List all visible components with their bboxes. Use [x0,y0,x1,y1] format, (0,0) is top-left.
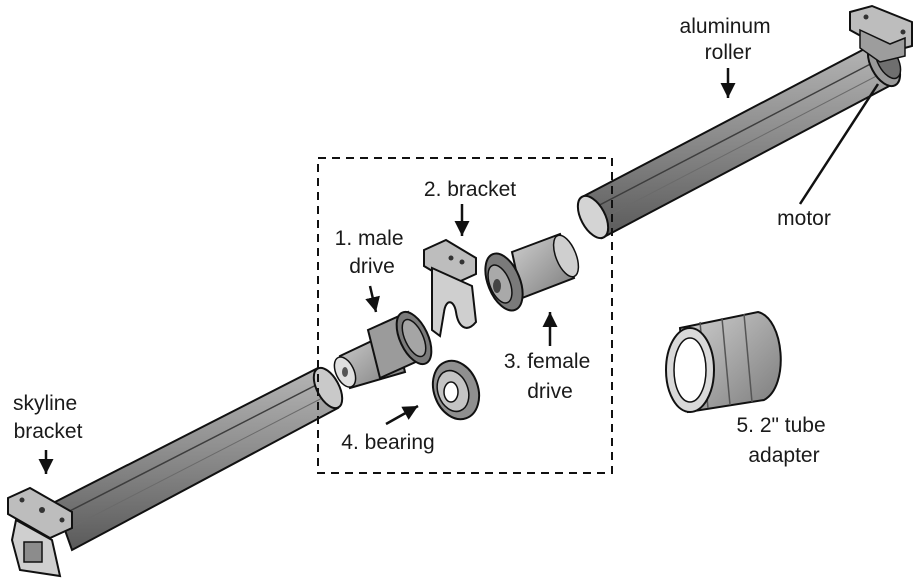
arrow-bearing [385,404,419,426]
lower-roller-tube [53,366,344,552]
male-drive-part [333,310,433,390]
bracket-part [423,238,478,338]
motor-label: motor [777,207,831,230]
aluminum-roller-tube [576,42,897,240]
female-drive-label: 3. female drive [504,350,596,403]
female-drive-part [484,232,580,312]
top-mounting-bracket [849,4,913,63]
bracket-label: 2. bracket [424,178,516,201]
aluminum-roller-label: aluminum roller [680,15,777,64]
bearing-part [431,359,481,421]
bearing-label: 4. bearing [341,431,434,454]
male-drive-label: 1. male drive [335,227,410,278]
component-group-box [317,157,613,474]
tube-adapter-part [665,310,782,414]
arrow-male-drive [365,285,380,313]
arrow-motor [798,83,880,205]
tube-adapter-label: 5. 2" tube adapter [736,414,831,467]
skyline-bracket-label: skyline bracket [13,392,83,443]
skyline-bracket-part [7,486,73,578]
